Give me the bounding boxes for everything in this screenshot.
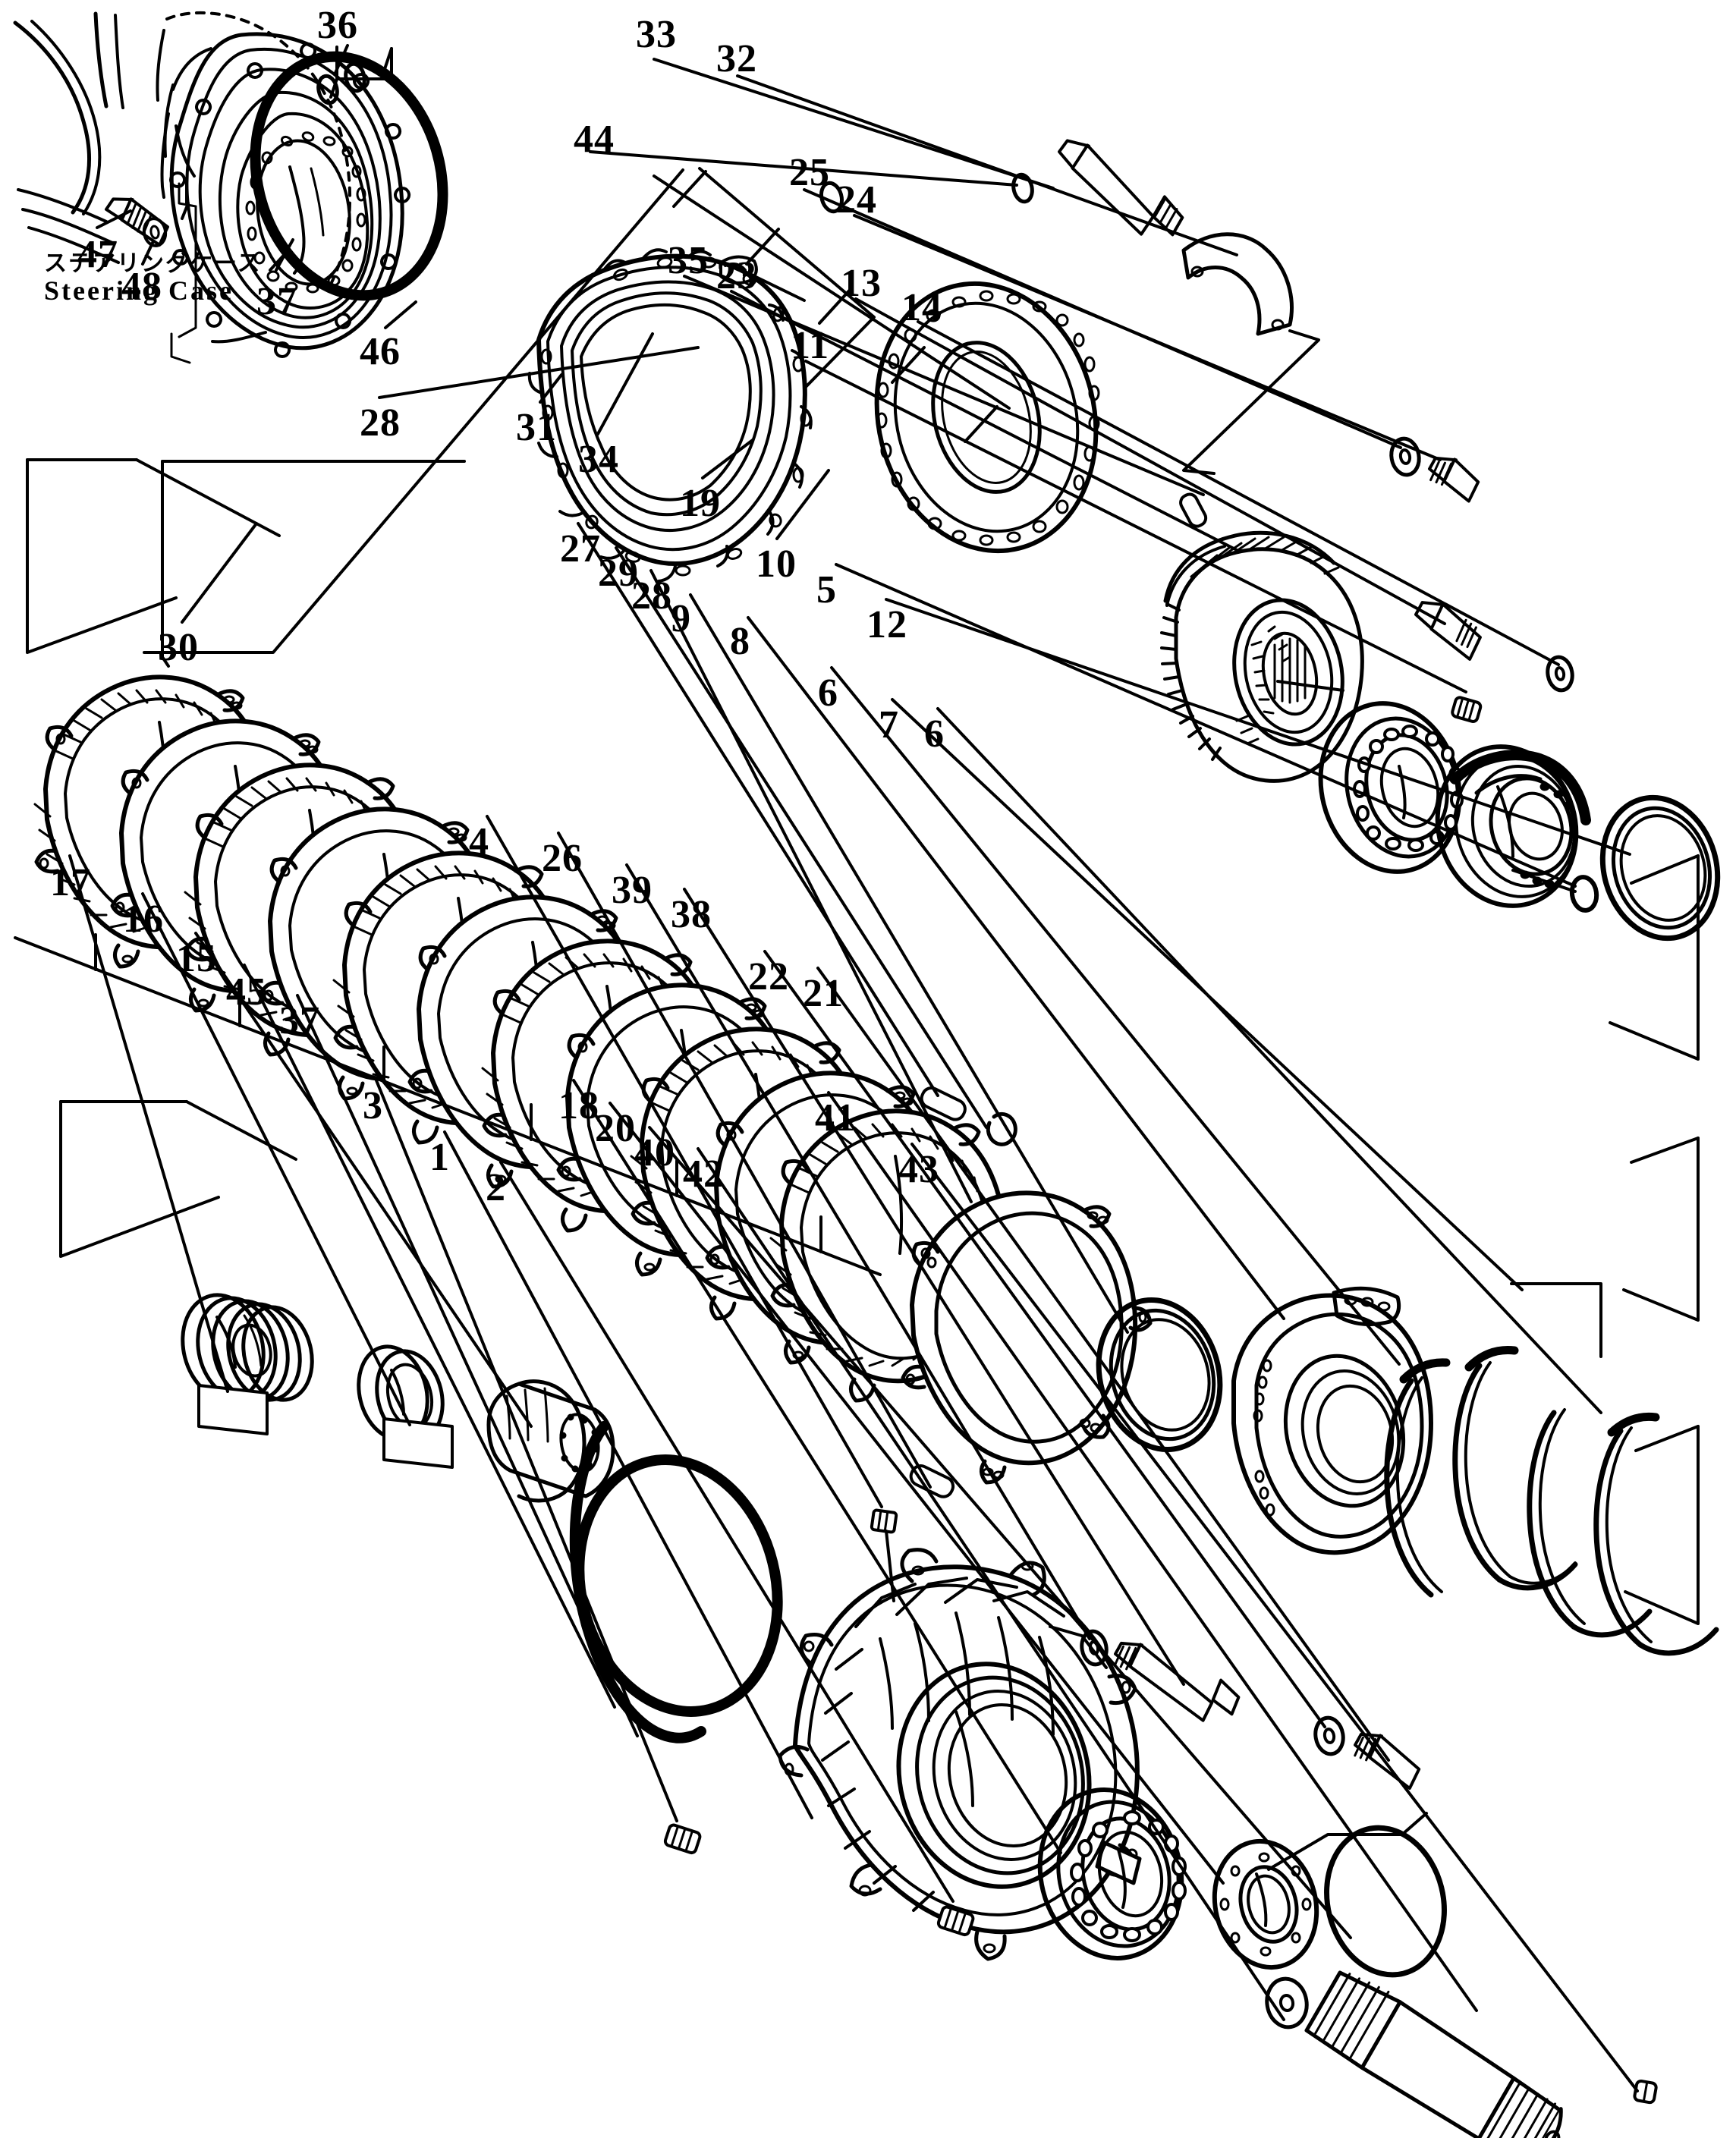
callout-12: 12 bbox=[866, 603, 907, 646]
callout-26: 26 bbox=[542, 837, 583, 880]
callout-1: 1 bbox=[429, 1136, 450, 1179]
callout-11: 11 bbox=[791, 324, 830, 367]
callout-44: 44 bbox=[574, 118, 615, 161]
steering-case-label-en: Steering Case bbox=[44, 275, 234, 306]
callout-19: 19 bbox=[680, 482, 721, 525]
callout-38: 38 bbox=[671, 893, 712, 936]
callout-25: 25 bbox=[789, 151, 830, 194]
callout-13: 13 bbox=[841, 262, 882, 305]
callout-4: 4 bbox=[469, 820, 489, 863]
callout-16: 16 bbox=[123, 898, 164, 941]
callout-15: 15 bbox=[176, 937, 217, 980]
callout-30: 30 bbox=[158, 626, 199, 669]
callout-27: 27 bbox=[560, 527, 601, 571]
callout-7: 7 bbox=[879, 703, 899, 747]
callout-3: 3 bbox=[363, 1084, 383, 1127]
callout-22: 22 bbox=[748, 955, 789, 998]
callout-28: 28 bbox=[360, 401, 401, 445]
callout-20: 20 bbox=[595, 1107, 636, 1150]
callout-5: 5 bbox=[816, 568, 837, 612]
callout-46: 46 bbox=[360, 330, 401, 373]
callout-29: 29 bbox=[598, 552, 639, 595]
callout-36: 36 bbox=[317, 4, 358, 47]
callout-8: 8 bbox=[730, 620, 750, 663]
callout-35: 35 bbox=[668, 239, 709, 282]
callout-28b: 28 bbox=[631, 574, 672, 618]
callout-45: 45 bbox=[226, 970, 267, 1014]
callout-37: 37 bbox=[256, 280, 297, 323]
callout-37b: 37 bbox=[279, 999, 320, 1042]
callout-6: 6 bbox=[818, 671, 838, 715]
callout-14: 14 bbox=[901, 286, 942, 329]
callout-6b: 6 bbox=[924, 712, 945, 756]
callout-23: 23 bbox=[716, 254, 757, 297]
callout-42: 42 bbox=[683, 1152, 724, 1196]
callout-2: 2 bbox=[486, 1166, 506, 1209]
callout-34: 34 bbox=[578, 438, 619, 481]
callout-17: 17 bbox=[50, 861, 91, 904]
callout-39: 39 bbox=[612, 869, 653, 912]
callout-33: 33 bbox=[636, 13, 677, 56]
callout-10: 10 bbox=[756, 542, 797, 586]
callout-31: 31 bbox=[516, 406, 557, 449]
callout-24: 24 bbox=[836, 178, 877, 222]
callout-9: 9 bbox=[671, 597, 691, 640]
callout-21: 21 bbox=[803, 972, 844, 1015]
callout-32: 32 bbox=[716, 37, 757, 80]
callout-48: 48 bbox=[121, 265, 162, 308]
steering-case-label-jp: ステアリングケース bbox=[44, 250, 262, 277]
callout-43: 43 bbox=[898, 1148, 939, 1191]
callout-47: 47 bbox=[77, 233, 118, 276]
callout-40: 40 bbox=[634, 1131, 675, 1174]
callout-18: 18 bbox=[558, 1084, 599, 1127]
callout-41: 41 bbox=[815, 1096, 856, 1140]
